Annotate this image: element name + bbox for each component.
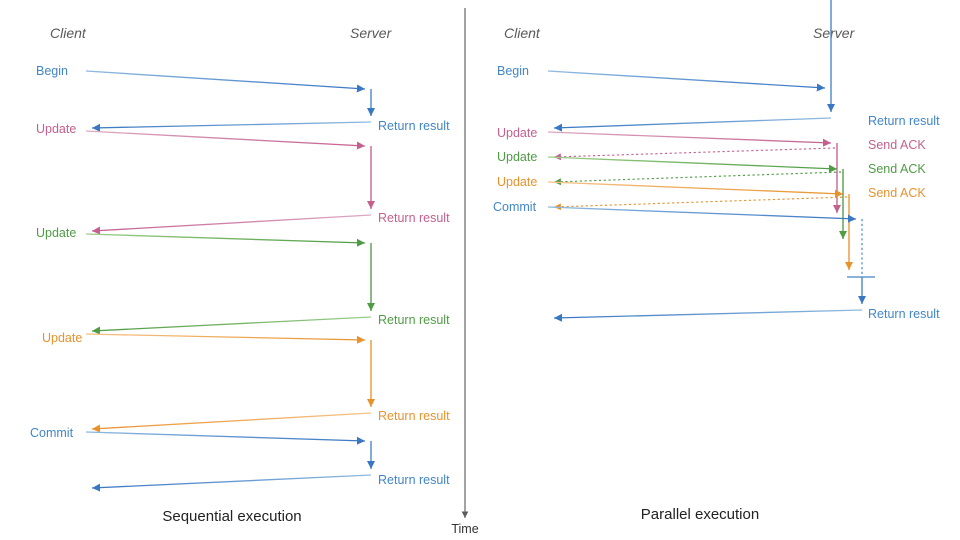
time-axis-label: Time: [451, 522, 478, 536]
arrow-begin-reply: [91, 121, 372, 132]
message-label-begin-reply: Return result: [868, 114, 940, 128]
arrow-update-2-request: [85, 233, 366, 247]
message-label-begin-reply: Return result: [378, 119, 450, 133]
arrow-update-2-ack: [553, 171, 842, 186]
arrow-update-2-reply: [91, 316, 372, 335]
message-label-commit-request: Commit: [493, 200, 537, 214]
message-label-begin-request: Begin: [497, 64, 529, 78]
arrow-update-1-request: [547, 131, 832, 147]
message-label-update-1-reply: Return result: [378, 211, 450, 225]
arrow-update-1-reply: [91, 214, 372, 235]
message-label-commit-reply: Return result: [378, 473, 450, 487]
arrow-update-3-reply: [91, 412, 372, 433]
message-label-begin-request: Begin: [36, 64, 68, 78]
panel-caption-parallel: Parallel execution: [641, 506, 759, 523]
arrow-commit-request: [85, 431, 366, 445]
message-label-update-3-reply: Send ACK: [868, 186, 926, 200]
arrow-begin-request: [85, 70, 366, 93]
arrow-update-1-ack: [553, 147, 836, 161]
arrow-commit-reply: [91, 474, 372, 492]
arrow-update-2-request: [547, 156, 838, 173]
message-label-update-1-request: Update: [36, 122, 76, 136]
arrow-update-3-ack: [553, 196, 848, 211]
actor-label-client: Client: [504, 25, 541, 41]
message-label-commit-reply: Return result: [868, 307, 940, 321]
actor-label-server: Server: [350, 25, 393, 41]
message-label-update-3-request: Update: [42, 331, 82, 345]
actor-label-client: Client: [50, 25, 87, 41]
arrow-begin-reply: [553, 117, 832, 132]
message-label-update-2-request: Update: [497, 150, 537, 164]
message-label-update-1-request: Update: [497, 126, 537, 140]
message-label-update-2-reply: Return result: [378, 313, 450, 327]
message-label-update-2-reply: Send ACK: [868, 162, 926, 176]
arrow-commit-request: [547, 206, 857, 223]
message-label-update-3-request: Update: [497, 175, 537, 189]
arrow-commit-reply: [553, 309, 863, 322]
arrow-begin-request: [547, 70, 826, 92]
message-label-update-1-reply: Send ACK: [868, 138, 926, 152]
message-label-update-2-request: Update: [36, 226, 76, 240]
arrow-update-1-request: [85, 130, 366, 150]
message-label-commit-request: Commit: [30, 426, 74, 440]
actor-label-server: Server: [813, 25, 856, 41]
arrow-update-3-request: [85, 333, 366, 344]
arrow-update-3-request: [547, 181, 844, 198]
message-label-update-3-reply: Return result: [378, 409, 450, 423]
panel-caption-sequential: Sequential execution: [162, 508, 301, 525]
